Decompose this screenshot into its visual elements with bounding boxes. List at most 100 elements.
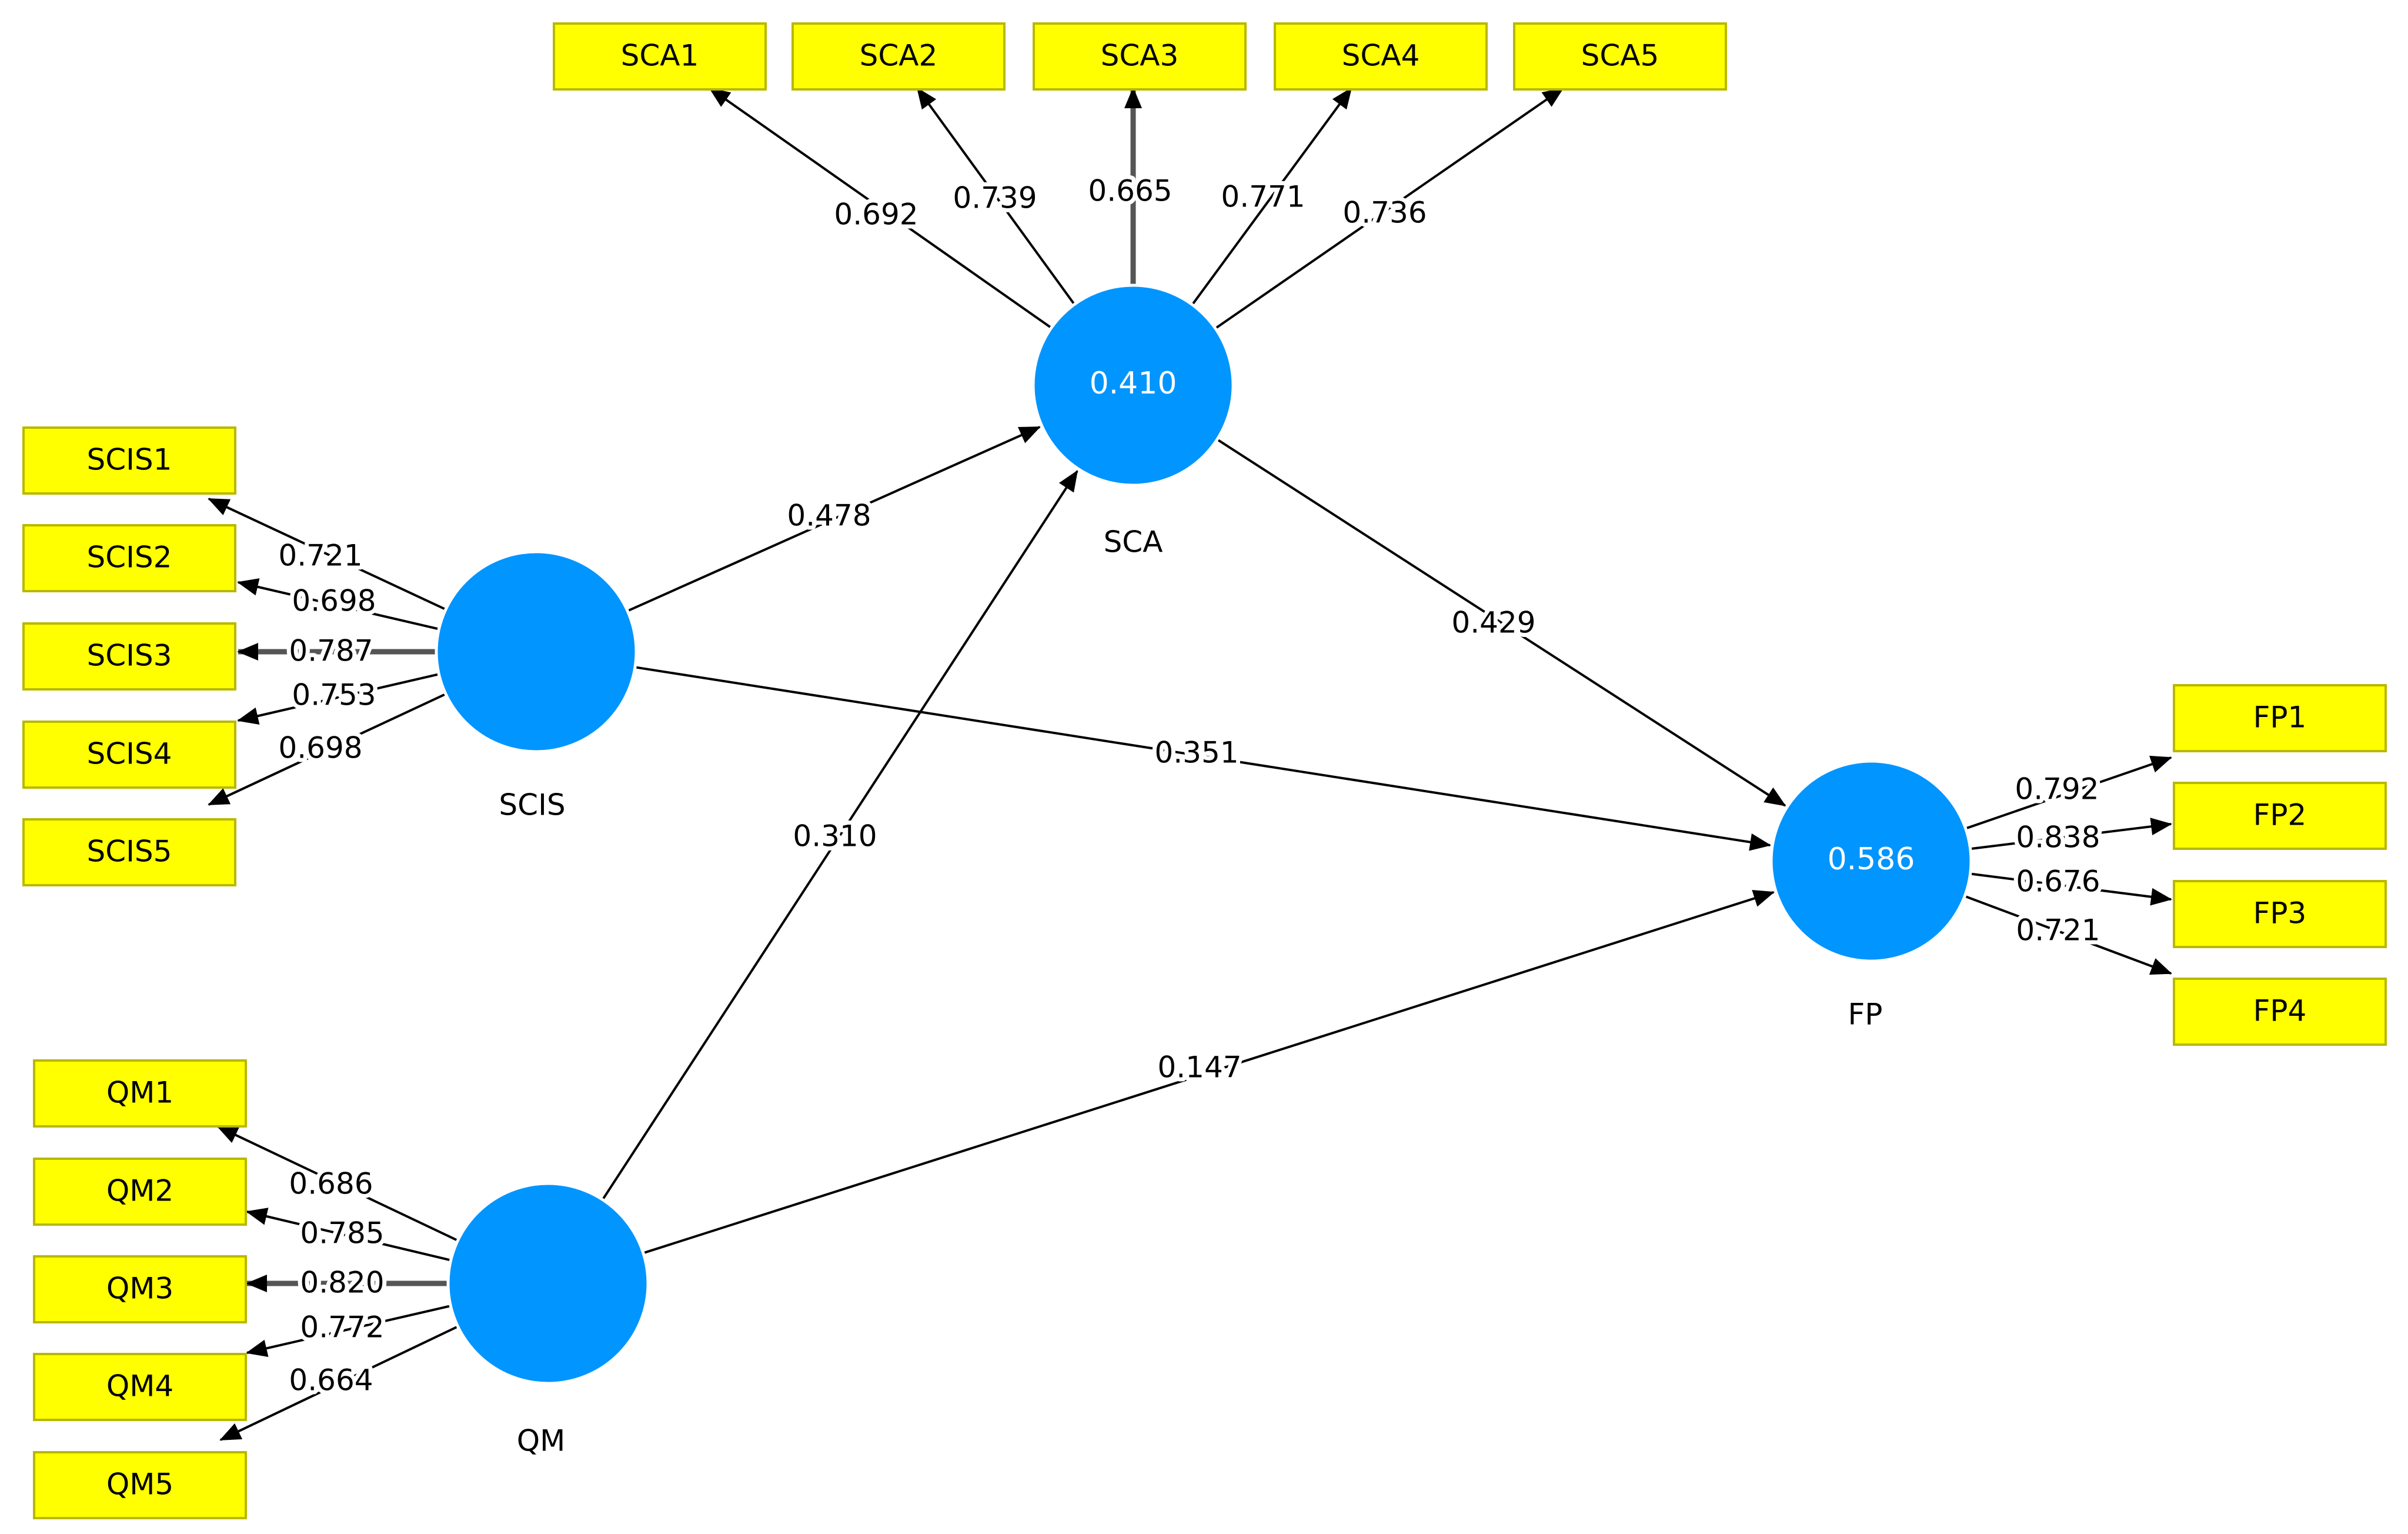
latent-qm[interactable]: QM bbox=[446, 1182, 650, 1458]
loading-arrow-qm1 bbox=[216, 1125, 463, 1244]
loading-arrow-fp3 bbox=[1965, 872, 2172, 906]
indicator-label: FP2 bbox=[2253, 798, 2307, 832]
indicator-qm5[interactable]: QM5 bbox=[33, 1451, 247, 1519]
loading-arrow-qm4 bbox=[246, 1303, 456, 1357]
latent-circle bbox=[1769, 759, 1973, 963]
indicator-scis4[interactable]: SCIS4 bbox=[22, 721, 236, 789]
path-arrow-sca-to-fp bbox=[1216, 438, 1786, 807]
indicator-fp2[interactable]: FP2 bbox=[2173, 782, 2387, 850]
latent-circle bbox=[1031, 284, 1235, 487]
nodes-layer: SCA1 SCA2 SCA3 SCA4 SCA5SCIS1SCIS2SCIS3SCIS4… bbox=[22, 22, 2387, 1519]
indicator-box bbox=[1033, 22, 1247, 91]
edges-layer bbox=[208, 87, 2172, 1441]
indicator-box bbox=[2173, 880, 2387, 948]
loading-arrow-scis4 bbox=[237, 672, 444, 725]
indicator-box bbox=[1274, 22, 1488, 91]
indicator-label: FP4 bbox=[2253, 994, 2307, 1028]
latent-name-scis: SCIS bbox=[499, 788, 565, 822]
loading-label-sca1: 0.692 bbox=[834, 198, 918, 232]
indicator-label: SCA3 bbox=[1101, 39, 1179, 73]
indicator-box bbox=[33, 1353, 247, 1421]
loading-label-qm3: 0.820 bbox=[300, 1266, 384, 1300]
loading-label-scis2: 0.698 bbox=[292, 584, 376, 618]
r-squared-value: 0.410 bbox=[1090, 366, 1177, 401]
loading-label-scis4: 0.753 bbox=[292, 678, 376, 712]
path-arrow-scis-to-fp bbox=[634, 666, 1772, 851]
indicator-label: SCA5 bbox=[1581, 39, 1659, 73]
loading-label-sca4: 0.771 bbox=[1221, 180, 1305, 214]
latent-name-qm: QM bbox=[517, 1424, 566, 1458]
indicator-box bbox=[22, 622, 236, 691]
indicator-sca1[interactable]: SCA1 bbox=[553, 22, 767, 91]
indicator-label: SCIS5 bbox=[87, 835, 172, 869]
indicator-sca3[interactable]: SCA3 bbox=[1033, 22, 1247, 91]
loading-arrow-scis1 bbox=[208, 498, 451, 613]
indicator-sca2[interactable]: SCA2 bbox=[791, 22, 1006, 91]
path-coefficient-scis-to-sca: 0.478 bbox=[787, 499, 871, 533]
indicator-box bbox=[33, 1158, 247, 1226]
loading-arrow-fp2 bbox=[1965, 818, 2172, 851]
indicator-label: QM4 bbox=[106, 1369, 173, 1403]
loading-arrow-qm5 bbox=[219, 1323, 463, 1441]
latent-name-fp: FP bbox=[1848, 998, 1883, 1032]
indicator-label: SCA1 bbox=[621, 39, 699, 73]
indicator-qm4[interactable]: QM4 bbox=[33, 1353, 247, 1421]
loading-label-fp1: 0.792 bbox=[2015, 772, 2099, 806]
indicator-label: QM3 bbox=[106, 1272, 173, 1306]
indicator-box bbox=[22, 426, 236, 495]
loading-arrow-sca1 bbox=[709, 87, 1056, 332]
loading-arrow-fp1 bbox=[1961, 755, 2172, 832]
loading-label-scis1: 0.721 bbox=[278, 539, 362, 573]
r-squared-value: 0.586 bbox=[1828, 842, 1915, 877]
indicator-label: SCIS3 bbox=[87, 639, 172, 673]
indicator-box bbox=[2173, 978, 2387, 1046]
indicator-label: QM5 bbox=[106, 1468, 173, 1502]
indicator-label: SCIS2 bbox=[87, 541, 172, 575]
indicator-sca4[interactable]: SCA4 bbox=[1274, 22, 1488, 91]
indicator-label: SCA4 bbox=[1342, 39, 1420, 73]
loading-arrow-sca5 bbox=[1211, 87, 1564, 332]
indicator-scis1[interactable]: SCIS1 bbox=[22, 426, 236, 495]
loading-label-qm4: 0.772 bbox=[300, 1310, 384, 1345]
loading-arrow-scis5 bbox=[208, 691, 451, 806]
loading-label-sca3: 0.665 bbox=[1088, 174, 1172, 208]
loading-label-fp3: 0.676 bbox=[2016, 865, 2100, 899]
indicator-label: QM1 bbox=[106, 1076, 173, 1110]
loading-arrow-sca4 bbox=[1188, 87, 1352, 309]
indicator-box bbox=[22, 721, 236, 789]
indicator-scis3[interactable]: SCIS3 bbox=[22, 622, 236, 691]
indicator-scis2[interactable]: SCIS2 bbox=[22, 524, 236, 592]
indicator-label: FP3 bbox=[2253, 896, 2307, 931]
loading-label-sca5: 0.736 bbox=[1342, 196, 1427, 230]
indicator-qm1[interactable]: QM1 bbox=[33, 1059, 247, 1128]
indicator-qm2[interactable]: QM2 bbox=[33, 1158, 247, 1226]
indicator-box bbox=[791, 22, 1006, 91]
path-coefficient-sca-to-fp: 0.429 bbox=[1451, 606, 1535, 640]
loading-label-qm1: 0.686 bbox=[289, 1167, 373, 1201]
loading-label-scis3: 0.787 bbox=[289, 634, 373, 668]
latent-name-sca: SCA bbox=[1104, 525, 1163, 559]
latent-scis[interactable]: SCIS bbox=[435, 550, 638, 822]
path-coefficient-qm-to-fp: 0.147 bbox=[1157, 1051, 1241, 1085]
indicator-box bbox=[2173, 782, 2387, 850]
path-coefficient-scis-to-fp: 0.351 bbox=[1154, 736, 1238, 770]
indicator-scis5[interactable]: SCIS5 bbox=[22, 818, 236, 886]
indicator-box bbox=[33, 1451, 247, 1519]
loading-label-qm5: 0.664 bbox=[289, 1363, 373, 1398]
indicator-qm3[interactable]: QM3 bbox=[33, 1255, 247, 1323]
indicator-label: SCIS1 bbox=[87, 443, 172, 477]
indicator-sca5[interactable]: SCA5 bbox=[1513, 22, 1727, 91]
indicator-fp4[interactable]: FP4 bbox=[2173, 978, 2387, 1046]
indicator-fp1[interactable]: FP1 bbox=[2173, 684, 2387, 752]
loading-label-fp2: 0.838 bbox=[2016, 821, 2100, 855]
indicator-box bbox=[2173, 684, 2387, 752]
latent-circle bbox=[435, 550, 638, 753]
indicator-box bbox=[553, 22, 767, 91]
indicator-fp3[interactable]: FP3 bbox=[2173, 880, 2387, 948]
indicator-label: QM2 bbox=[106, 1174, 173, 1208]
loading-label-scis5: 0.698 bbox=[278, 731, 362, 765]
